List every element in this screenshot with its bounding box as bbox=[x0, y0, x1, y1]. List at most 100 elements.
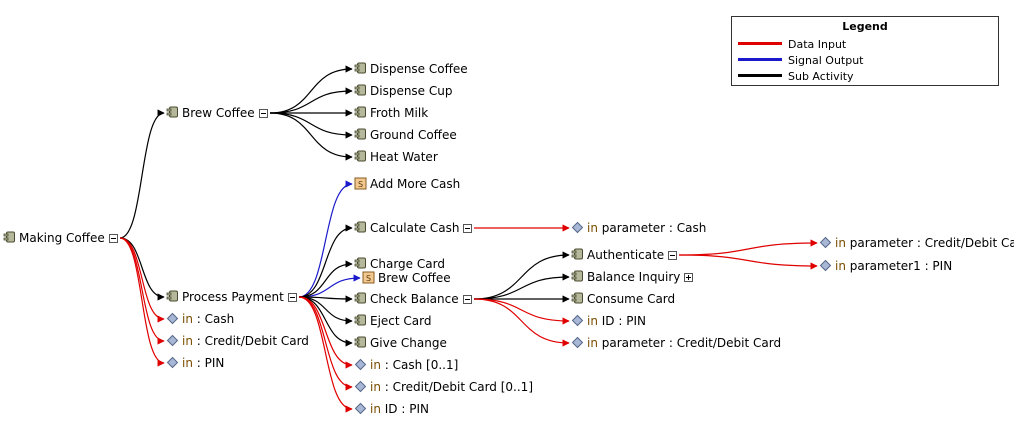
activity-icon bbox=[571, 248, 584, 261]
parameter-icon bbox=[571, 221, 584, 234]
node-keyword: in bbox=[587, 221, 598, 235]
node-label: Check Balance bbox=[370, 291, 459, 307]
node-text: ID : PIN bbox=[597, 314, 646, 328]
node-ground-coffee[interactable]: Ground Coffee bbox=[354, 127, 457, 143]
node-mc-in-pin[interactable]: in : PIN bbox=[166, 355, 224, 371]
node-text: parameter : Credit/Debit Card bbox=[597, 336, 782, 350]
edge-data-input bbox=[678, 239, 818, 256]
node-text: Eject Card bbox=[370, 314, 432, 328]
node-label: in parameter1 : PIN bbox=[835, 258, 952, 274]
node-brew-coffee[interactable]: Brew Coffee bbox=[166, 105, 268, 121]
edge-data-input bbox=[298, 296, 353, 413]
collapse-toggle-icon[interactable] bbox=[463, 224, 473, 233]
node-dispense-cup[interactable]: Dispense Cup bbox=[354, 83, 452, 99]
collapse-toggle-icon[interactable] bbox=[462, 295, 472, 304]
node-keyword: in bbox=[182, 356, 193, 370]
node-pp-in-id-pin[interactable]: in ID : PIN bbox=[354, 401, 429, 417]
node-text: Heat Water bbox=[370, 150, 438, 164]
collapse-toggle-icon[interactable] bbox=[108, 234, 118, 243]
legend-item-data-input: Data Input bbox=[738, 38, 846, 52]
node-keyword: in bbox=[587, 314, 598, 328]
legend-item-sub-activity: Sub Activity bbox=[738, 70, 854, 84]
parameter-icon bbox=[166, 334, 179, 347]
node-label: in parameter : Credit/Debit Card bbox=[587, 335, 781, 351]
legend-swatch bbox=[738, 74, 782, 77]
node-label: in : Cash bbox=[182, 311, 234, 327]
node-froth-milk[interactable]: Froth Milk bbox=[354, 105, 428, 121]
node-auth-param-card[interactable]: in parameter : Credit/Debit Card bbox=[819, 235, 1014, 251]
node-label: Making Coffee bbox=[19, 230, 105, 246]
activity-icon bbox=[354, 106, 367, 119]
node-text: : Credit/Debit Card bbox=[192, 334, 309, 348]
node-text: Dispense Cup bbox=[370, 84, 453, 98]
node-eject-card[interactable]: Eject Card bbox=[354, 313, 432, 329]
node-text: Calculate Cash bbox=[370, 221, 460, 235]
node-text: : PIN bbox=[192, 356, 225, 370]
node-label: Give Change bbox=[370, 335, 447, 351]
node-cb-in-id-pin[interactable]: in ID : PIN bbox=[571, 313, 646, 329]
node-balance-inquiry[interactable]: Balance Inquiry bbox=[571, 269, 694, 285]
signal-icon: S bbox=[354, 177, 367, 190]
node-consume-card[interactable]: Consume Card bbox=[571, 291, 675, 307]
node-pp-in-cash-opt[interactable]: in : Cash [0..1] bbox=[354, 357, 458, 373]
node-text: : Cash bbox=[192, 312, 235, 326]
activity-icon bbox=[354, 314, 367, 327]
activity-icon bbox=[354, 257, 367, 270]
node-cb-param-card[interactable]: in parameter : Credit/Debit Card bbox=[571, 335, 781, 351]
node-authenticate[interactable]: Authenticate bbox=[571, 247, 678, 263]
node-auth-param-pin[interactable]: in parameter1 : PIN bbox=[819, 258, 952, 274]
node-mc-in-card[interactable]: in : Credit/Debit Card bbox=[166, 333, 309, 349]
node-text: Brew Coffee bbox=[182, 106, 255, 120]
parameter-icon bbox=[819, 259, 832, 272]
node-calculate-cash[interactable]: Calculate Cash bbox=[354, 220, 473, 236]
legend-label: Data Input bbox=[788, 38, 847, 51]
node-label: Brew Coffee bbox=[182, 105, 255, 121]
node-text: Dispense Coffee bbox=[370, 62, 468, 76]
node-dispense-coffee[interactable]: Dispense Coffee bbox=[354, 61, 468, 77]
node-give-change[interactable]: Give Change bbox=[354, 335, 447, 351]
node-process-payment[interactable]: Process Payment bbox=[166, 289, 297, 305]
node-pp-in-card-opt[interactable]: in : Credit/Debit Card [0..1] bbox=[354, 379, 533, 395]
edge-sub-activity bbox=[119, 109, 165, 239]
node-label: Froth Milk bbox=[370, 105, 428, 121]
node-label: in parameter : Cash bbox=[587, 220, 706, 236]
node-label: Process Payment bbox=[182, 289, 284, 305]
node-text: Check Balance bbox=[370, 292, 459, 306]
activity-icon bbox=[354, 292, 367, 305]
collapse-toggle-icon[interactable] bbox=[668, 251, 678, 260]
node-text: Ground Coffee bbox=[370, 128, 457, 142]
legend-swatch bbox=[738, 58, 782, 61]
node-text: : Credit/Debit Card [0..1] bbox=[380, 380, 533, 394]
node-cc-param-cash[interactable]: in parameter : Cash bbox=[571, 220, 706, 236]
edge-sub-activity bbox=[269, 87, 353, 114]
node-text: Froth Milk bbox=[370, 106, 429, 120]
node-label: in ID : PIN bbox=[587, 313, 646, 329]
edge-sub-activity bbox=[473, 251, 570, 300]
node-charge-card[interactable]: Charge Card bbox=[354, 256, 445, 272]
edge-data-input bbox=[119, 237, 165, 323]
node-text: ID : PIN bbox=[380, 402, 429, 416]
node-text: Process Payment bbox=[182, 290, 284, 304]
collapse-toggle-icon[interactable] bbox=[287, 293, 297, 302]
expand-toggle-icon[interactable] bbox=[684, 273, 694, 282]
node-label: in : Credit/Debit Card [0..1] bbox=[370, 379, 533, 395]
node-mc-in-cash[interactable]: in : Cash bbox=[166, 311, 234, 327]
node-keyword: in bbox=[182, 334, 193, 348]
node-keyword: in bbox=[370, 380, 381, 394]
edge-sub-activity bbox=[269, 112, 353, 161]
node-keyword: in bbox=[835, 259, 846, 273]
activity-icon bbox=[3, 231, 16, 244]
node-label: Consume Card bbox=[587, 291, 675, 307]
collapse-toggle-icon[interactable] bbox=[258, 109, 268, 118]
node-heat-water[interactable]: Heat Water bbox=[354, 149, 438, 165]
svg-text:S: S bbox=[366, 274, 371, 283]
parameter-icon bbox=[354, 358, 367, 371]
node-keyword: in bbox=[370, 402, 381, 416]
parameter-icon bbox=[354, 402, 367, 415]
parameter-icon bbox=[354, 380, 367, 393]
node-check-balance[interactable]: Check Balance bbox=[354, 291, 472, 307]
node-making-coffee[interactable]: Making Coffee bbox=[3, 230, 118, 246]
node-label: Dispense Coffee bbox=[370, 61, 468, 77]
